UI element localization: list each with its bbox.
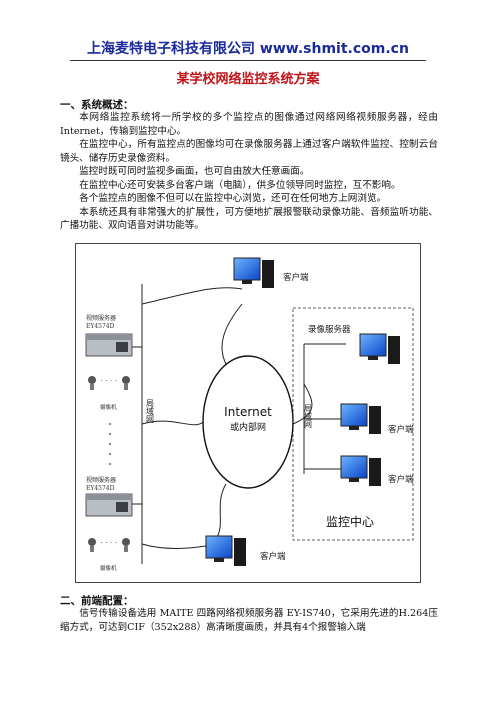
company-header: 上海麦特电子科技有限公司 www.shmit.com.cn [87, 41, 409, 57]
camera-label-bottom: 摄像机 [100, 564, 117, 572]
encoder-label-bottom: 视频服务器 [86, 476, 116, 484]
encoder-model-top: EY4574D [86, 323, 115, 330]
record-server-label: 录像服务器 [308, 324, 351, 335]
link-client-top [221, 303, 243, 365]
internet-sub-label: 或内部网 [230, 421, 266, 433]
camera-icon [88, 376, 96, 390]
camera-label-top: 摄像机 [100, 403, 117, 411]
paragraph: 本网络监控系统将一所学校的多个监控点的图像通过网络网络视频服务器，经由Inter… [60, 112, 438, 137]
camera-icon [122, 538, 130, 552]
internet-ellipse [202, 355, 294, 489]
camera-icon [88, 538, 96, 552]
paragraph: 各个监控点的图像不但可以在监控中心浏览，还可在任何地方上网浏览。 [79, 193, 387, 204]
paragraph: 在监控中心还可安装多台客户端（电脑），供多位领导同时监控，互不影响。 [79, 179, 401, 191]
computer-icon [340, 403, 381, 434]
lan-label-right: 局域网 [304, 404, 313, 429]
computer-icon [233, 257, 274, 288]
header-rule [70, 60, 426, 61]
client-label-bottom: 客户端 [260, 551, 286, 562]
video-server-icon [85, 333, 133, 357]
video-server-icon [85, 493, 133, 517]
internet-label: Internet [224, 405, 272, 419]
network-diagram: · · · · · · · · [75, 243, 421, 583]
section-2-body: 信号传输设备选用 MAITE 四路网络视频服务器 EY-IS740，它采用先进的… [60, 608, 438, 633]
section-2-heading: 二、前端配置： [60, 595, 134, 607]
svg-text:· · · ·: · · · · [100, 376, 117, 385]
paragraph: 在监控中心，所有监控点的图像均可在录像服务器上通过客户端软件监控、控制云台镜头、… [60, 139, 438, 164]
network-diagram-svg: · · · · · · · · [85, 257, 414, 572]
computer-icon [359, 333, 400, 364]
section-1-heading: 一、系统概述： [60, 99, 134, 111]
monitoring-center-label: 监控中心 [326, 514, 374, 529]
svg-text:· · · ·: · · · · [100, 538, 117, 547]
encoder-label-top: 视频服务器 [86, 314, 116, 322]
paragraph: 监控时既可同时监视多画面，也可自由放大任意画面。 [79, 166, 310, 177]
link-client-bottom [215, 483, 227, 540]
document-title: 某学校网络监控系统方案 [176, 72, 320, 87]
lan-label-left: 局域网 [146, 399, 155, 424]
camera-icon [122, 376, 130, 390]
client-label-top: 客户端 [283, 272, 309, 283]
client-label-center-2: 客户端 [388, 474, 414, 485]
computer-icon [205, 535, 246, 566]
section-1-body: 本网络监控系统将一所学校的多个监控点的图像通过网络网络视频服务器，经由Inter… [60, 111, 438, 233]
paragraph: 本系统还具有非常强大的扩展性，可方便地扩展报警联动录像功能、音频监听功能、广播功… [60, 206, 438, 232]
computer-icon [340, 455, 381, 486]
client-label-center-1: 客户端 [388, 424, 414, 435]
encoder-model-bottom: EY4574D [86, 485, 115, 492]
